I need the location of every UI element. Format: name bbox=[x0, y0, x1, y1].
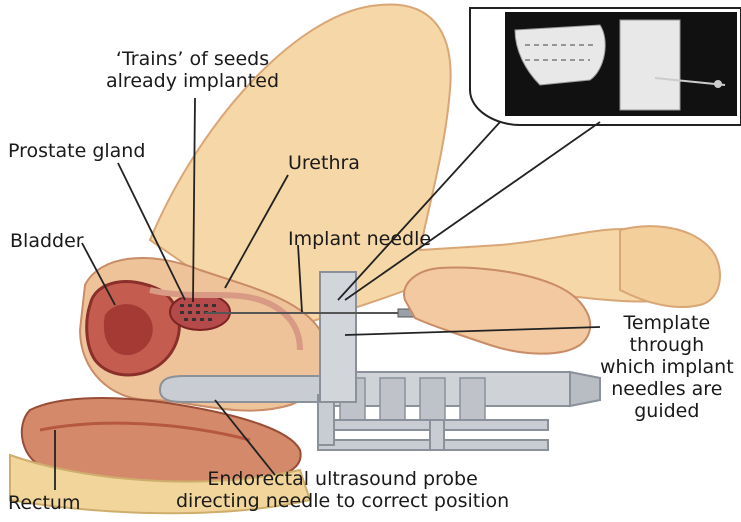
rectum-label: Rectum bbox=[8, 492, 80, 514]
ultrasound-probe-label: Endorectal ultrasound probe directing ne… bbox=[176, 468, 509, 512]
template-label-line-3: which implant bbox=[600, 356, 734, 378]
prostate-gland-label: Prostate gland bbox=[8, 140, 145, 162]
probe-label-line-1: Endorectal ultrasound probe bbox=[176, 468, 509, 490]
foot-shape bbox=[620, 226, 720, 307]
template-label-line-5: guided bbox=[600, 400, 734, 422]
template-label-line-1: Template bbox=[600, 312, 734, 334]
template-label: Template through which implant needles a… bbox=[600, 312, 734, 422]
template-label-line-4: needles are bbox=[600, 378, 734, 400]
template-label-line-2: through bbox=[600, 334, 734, 356]
urethra-label: Urethra bbox=[288, 152, 360, 174]
trains-of-seeds-label: ‘Trains’ of seeds already implanted bbox=[106, 48, 279, 92]
inset-needle-tip bbox=[714, 80, 722, 88]
bladder-label: Bladder bbox=[10, 230, 84, 252]
trains-label-line-2: already implanted bbox=[106, 70, 279, 92]
implant-needle-label: Implant needle bbox=[288, 228, 431, 250]
probe-label-line-2: directing needle to correct position bbox=[176, 490, 509, 512]
trains-label-line-1: ‘Trains’ of seeds bbox=[106, 48, 279, 70]
template-block bbox=[320, 272, 356, 402]
inset-template bbox=[620, 20, 680, 110]
